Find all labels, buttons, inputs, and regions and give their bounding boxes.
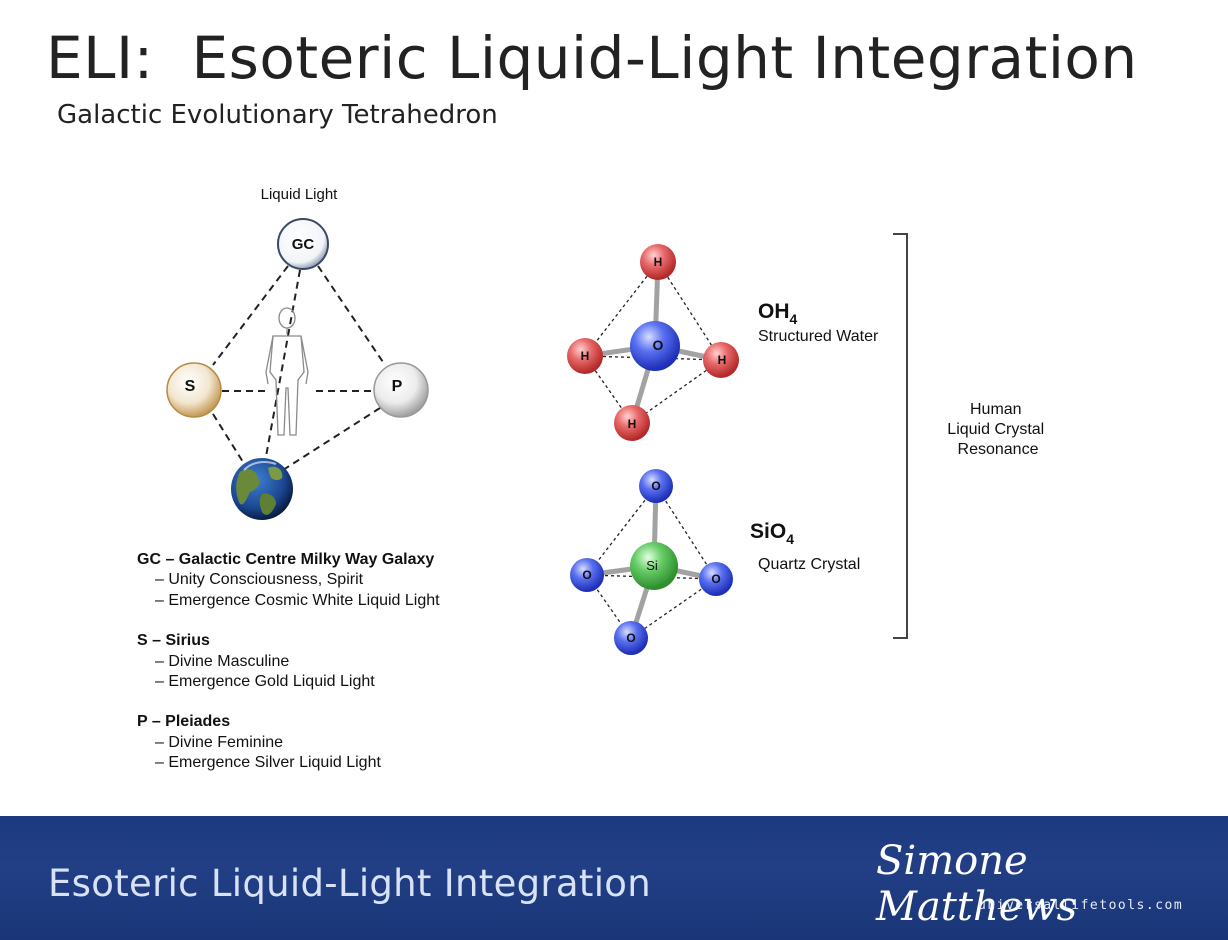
resonance-label: Human Liquid Crystal Resonance [947,401,1048,458]
sio4-oxygen-atom [699,562,733,596]
oh4-outer-label: H [654,255,663,269]
legend-heading: S – Sirius [137,632,210,650]
oh4-outer-label: H [581,349,590,363]
sio4-outer-label: O [626,631,635,645]
sio4-oxygen-atom [639,469,673,503]
legend-line: – Emergence Silver Liquid Light [155,754,381,772]
legend-line: – Emergence Gold Liquid Light [155,673,375,691]
oh4-molecule: O H H H H [567,244,739,441]
oh4-center-label: O [653,337,664,353]
p-node: P [373,362,429,418]
sio4-silicon-atom [630,542,678,590]
legend-heading: GC – Galactic Centre Milky Way Galaxy [137,551,435,568]
gc-node-label: GC [292,236,315,253]
legend-line: – Unity Consciousness, Spirit [155,571,364,589]
website-text: universallifetools.com [978,898,1184,913]
sio4-outer-label: O [582,568,591,582]
resonance-bracket [893,233,908,639]
legend-line: – Emergence Cosmic White Liquid Light [155,591,440,609]
oh4-hydrogen-atom [703,342,739,378]
oh4-name: Structured Water [758,328,879,345]
liquid-light-label: Liquid Light [261,186,339,203]
sio4-formula: SiO4 [750,520,794,547]
human-figure-icon [265,307,309,436]
page-title: ELI: Esoteric Liquid-Light Integration [46,24,1138,92]
legend-group-gc: GC – Galactic Centre Milky Way Galaxy – … [137,550,440,611]
oh4-hydrogen-atom [567,338,603,374]
footer-banner: Esoteric Liquid-Light Integration Simone… [0,816,1228,940]
legend-group-s: S – Sirius – Divine Masculine – Emergenc… [137,631,440,692]
signature-logo: Simone Matthews [876,838,1078,930]
s-node-label: S [185,378,196,395]
diagram-canvas: Liquid Light GC S P [166,186,1048,655]
footer-title: Esoteric Liquid-Light Integration [48,862,651,905]
legend-line: – Divine Masculine [155,652,290,670]
sio4-outer-label: O [651,479,660,493]
s-node: S [166,362,222,418]
legend-heading: P – Pleiades [137,713,231,731]
sio4-center-label: Si [646,558,658,573]
oh4-outer-label: H [718,353,727,367]
legend: GC – Galactic Centre Milky Way Galaxy – … [137,550,440,794]
sio4-outer-label: O [711,572,720,586]
earth-globe-icon [231,458,293,520]
gc-node: GC [277,218,329,270]
oh4-hydrogen-atom [614,405,650,441]
oh4-oxygen-atom [630,321,680,371]
sio4-molecule: Si O O O O [570,469,733,655]
sio4-oxygen-atom [614,621,648,655]
tetrahedron-edges [212,265,386,471]
page-subtitle: Galactic Evolutionary Tetrahedron [57,100,498,130]
p-node-label: P [392,378,403,395]
oh4-outer-label: H [628,417,637,431]
oh4-hydrogen-atom [640,244,676,280]
sio4-oxygen-atom [570,558,604,592]
legend-line: – Divine Feminine [155,733,284,751]
oh4-formula: OH4 [758,300,798,327]
legend-group-p: P – Pleiades – Divine Feminine – Emergen… [137,712,440,773]
sio4-name: Quartz Crystal [758,556,860,573]
